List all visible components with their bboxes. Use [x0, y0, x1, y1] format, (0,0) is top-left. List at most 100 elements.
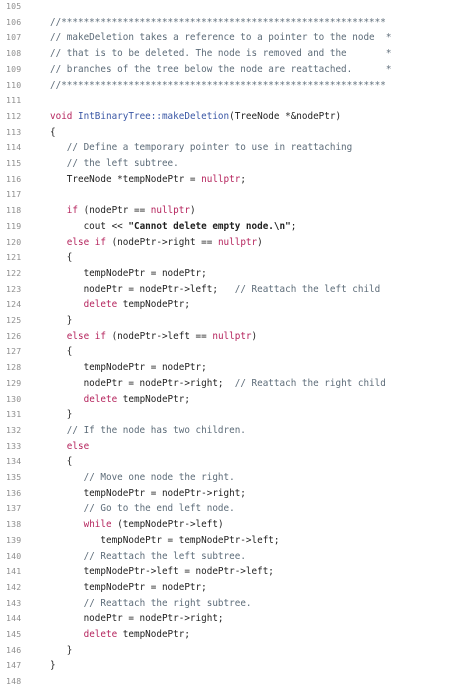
code-text[interactable]: //**************************************…	[50, 78, 386, 94]
code-line[interactable]: 141 tempNodePtr->left = nodePtr->left;	[0, 564, 474, 580]
code-text[interactable]: {	[50, 454, 73, 470]
code-line[interactable]: 144 nodePtr = nodePtr->right;	[0, 611, 474, 627]
code-text[interactable]: //**************************************…	[50, 15, 386, 31]
code-text[interactable]: // makeDeletion takes a reference to a p…	[50, 30, 391, 46]
code-text[interactable]: {	[50, 125, 56, 141]
code-text[interactable]: tempNodePtr = nodePtr;	[50, 266, 207, 282]
code-line[interactable]: 106//***********************************…	[0, 15, 474, 31]
line-number: 145	[6, 629, 22, 639]
code-text[interactable]: if (nodePtr == nullptr)	[50, 203, 196, 219]
code-text[interactable]: }	[50, 407, 73, 423]
code-text[interactable]: delete tempNodePtr;	[50, 627, 190, 643]
code-text[interactable]: // Reattach the left subtree.	[50, 549, 246, 565]
code-line[interactable]: 132 // If the node has two children.	[0, 423, 474, 439]
code-line[interactable]: 140 // Reattach the left subtree.	[0, 549, 474, 565]
code-token-plain: }	[50, 409, 73, 421]
code-text[interactable]: tempNodePtr = nodePtr;	[50, 580, 207, 596]
code-line[interactable]: 142 tempNodePtr = nodePtr;	[0, 580, 474, 596]
line-number: 132	[6, 424, 22, 435]
code-token-keyword: while	[83, 519, 112, 531]
code-text[interactable]: }	[50, 658, 56, 674]
code-line[interactable]: 121 {	[0, 250, 474, 266]
code-text[interactable]: cout << "Cannot delete empty node.\n";	[50, 219, 297, 235]
code-line[interactable]: 125 }	[0, 313, 474, 329]
code-line[interactable]: 120 else if (nodePtr->right == nullptr)	[0, 235, 474, 251]
code-line[interactable]: 113{	[0, 125, 474, 141]
code-token-plain: )	[257, 236, 263, 248]
code-text[interactable]: // branches of the tree below the node a…	[50, 62, 391, 78]
code-line[interactable]: 147}	[0, 658, 474, 674]
code-text[interactable]: tempNodePtr = nodePtr;	[50, 360, 207, 376]
code-line[interactable]: 105	[0, 0, 474, 15]
line-number: 114	[6, 142, 22, 153]
code-text[interactable]: // Define a temporary pointer to use in …	[50, 140, 352, 156]
code-text[interactable]: }	[50, 643, 73, 659]
code-line[interactable]: 128 tempNodePtr = nodePtr;	[0, 360, 474, 376]
code-line[interactable]: 119 cout << "Cannot delete empty node.\n…	[0, 219, 474, 235]
code-line[interactable]: 145 delete tempNodePtr;	[0, 627, 474, 643]
code-text[interactable]: else	[50, 439, 89, 455]
code-text[interactable]: // Go to the end left node.	[50, 501, 235, 517]
code-text[interactable]: tempNodePtr->left = nodePtr->left;	[50, 564, 274, 580]
code-line[interactable]: 127 {	[0, 344, 474, 360]
code-line[interactable]: 126 else if (nodePtr->left == nullptr)	[0, 329, 474, 345]
line-number: 116	[6, 173, 22, 184]
code-line[interactable]: 108// that is to be deleted. The node is…	[0, 46, 474, 62]
code-line[interactable]: 107// makeDeletion takes a reference to …	[0, 30, 474, 46]
code-text[interactable]: delete tempNodePtr;	[50, 297, 190, 313]
code-line[interactable]: 129 nodePtr = nodePtr->right; // Reattac…	[0, 376, 474, 392]
code-line[interactable]: 122 tempNodePtr = nodePtr;	[0, 266, 474, 282]
code-line[interactable]: 133 else	[0, 439, 474, 455]
code-text[interactable]: {	[50, 250, 73, 266]
code-text[interactable]: // If the node has two children.	[50, 423, 246, 439]
code-text[interactable]: nodePtr = nodePtr->right;	[50, 611, 224, 627]
code-line[interactable]: 109// branches of the tree below the nod…	[0, 62, 474, 78]
code-line[interactable]: 116 TreeNode *tempNodePtr = nullptr;	[0, 172, 474, 188]
code-token-plain: tempNodePtr = nodePtr;	[50, 581, 207, 593]
code-token-plain: cout <<	[50, 220, 129, 232]
code-text[interactable]: delete tempNodePtr;	[50, 392, 190, 408]
code-line[interactable]: 117	[0, 187, 474, 203]
code-text[interactable]: }	[50, 313, 73, 329]
code-text[interactable]: // that is to be deleted. The node is re…	[50, 46, 391, 62]
code-line[interactable]: 135 // Move one node the right.	[0, 470, 474, 486]
line-number: 121	[6, 252, 22, 263]
code-text[interactable]: void IntBinaryTree::makeDeletion(TreeNod…	[50, 109, 341, 125]
code-line[interactable]: 139 tempNodePtr = tempNodePtr->left;	[0, 533, 474, 549]
code-line[interactable]: 134 {	[0, 454, 474, 470]
code-line[interactable]: 143 // Reattach the right subtree.	[0, 596, 474, 612]
code-text[interactable]: TreeNode *tempNodePtr = nullptr;	[50, 172, 246, 188]
code-line[interactable]: 137 // Go to the end left node.	[0, 501, 474, 517]
code-text[interactable]: // the left subtree.	[50, 156, 179, 172]
code-line[interactable]: 123 nodePtr = nodePtr->left; // Reattach…	[0, 282, 474, 298]
code-line[interactable]: 130 delete tempNodePtr;	[0, 392, 474, 408]
line-number: 147	[6, 660, 22, 671]
code-line[interactable]: 114 // Define a temporary pointer to use…	[0, 140, 474, 156]
code-token-plain: nodePtr = nodePtr->left;	[50, 283, 235, 295]
code-text[interactable]: nodePtr = nodePtr->right; // Reattach th…	[50, 376, 386, 392]
code-text[interactable]: else if (nodePtr->left == nullptr)	[50, 329, 257, 345]
code-line[interactable]: 138 while (tempNodePtr->left)	[0, 517, 474, 533]
code-text[interactable]: tempNodePtr = nodePtr->right;	[50, 486, 246, 502]
code-token-plain	[50, 237, 67, 248]
code-line[interactable]: 111	[0, 93, 474, 109]
code-line[interactable]: 115 // the left subtree.	[0, 156, 474, 172]
code-line[interactable]: 124 delete tempNodePtr;	[0, 297, 474, 313]
code-line[interactable]: 136 tempNodePtr = nodePtr->right;	[0, 486, 474, 502]
code-text[interactable]: tempNodePtr = tempNodePtr->left;	[50, 533, 279, 549]
code-text[interactable]: // Move one node the right.	[50, 470, 235, 486]
code-token-plain	[50, 331, 67, 342]
code-line[interactable]: 146 }	[0, 643, 474, 659]
code-text[interactable]: nodePtr = nodePtr->left; // Reattach the…	[50, 282, 381, 298]
code-text[interactable]: // Reattach the right subtree.	[50, 596, 252, 612]
code-line[interactable]: 110//***********************************…	[0, 78, 474, 94]
code-line[interactable]: 148	[0, 674, 474, 690]
code-text[interactable]: else if (nodePtr->right == nullptr)	[50, 235, 263, 251]
code-text[interactable]: while (tempNodePtr->left)	[50, 517, 224, 533]
code-line[interactable]: 131 }	[0, 407, 474, 423]
code-line[interactable]: 118 if (nodePtr == nullptr)	[0, 203, 474, 219]
code-token-string: "Cannot delete empty node.\n"	[128, 220, 291, 232]
code-text[interactable]: {	[50, 344, 73, 360]
